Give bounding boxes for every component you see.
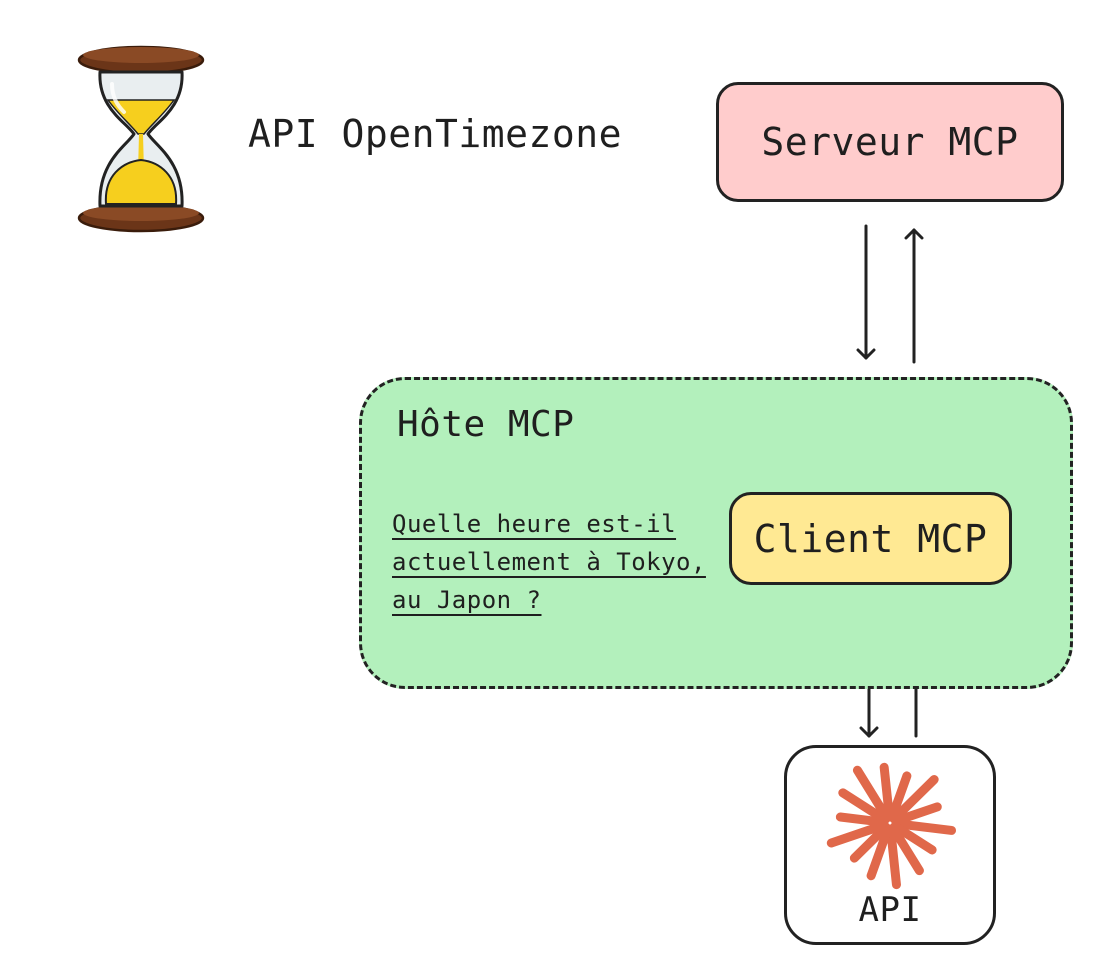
mcp-server-box: Serveur MCP — [716, 82, 1064, 202]
starburst-logo-icon — [826, 762, 957, 890]
hourglass-icon — [77, 45, 205, 233]
starburst-ray — [888, 823, 924, 876]
diagram-title: API OpenTimezone — [248, 112, 623, 156]
starburst-ray — [849, 822, 891, 863]
starburst-ray — [887, 771, 912, 822]
starburst-ray — [886, 824, 901, 890]
starburst-ray — [891, 802, 942, 826]
starburst-ray — [838, 788, 890, 825]
starburst-ray — [852, 765, 892, 823]
user-question: Quelle heure est-il actuellement à Tokyo… — [392, 510, 706, 614]
starburst-ray — [866, 824, 893, 881]
mcp-client-box: Client MCP — [729, 492, 1012, 585]
api-box — [784, 745, 996, 945]
mcp-host-label: Hôte MCP — [397, 404, 575, 445]
starburst-ray — [835, 812, 889, 827]
api-label: API — [858, 890, 922, 930]
starburst-ray — [879, 762, 894, 822]
starburst-ray — [889, 775, 939, 824]
mcp-client-label: Client MCP — [753, 516, 988, 561]
mcp-server-label: Serveur MCP — [761, 120, 1019, 164]
starburst-ray — [891, 819, 957, 835]
starburst-ray — [826, 820, 889, 848]
starburst-ray — [890, 821, 937, 855]
